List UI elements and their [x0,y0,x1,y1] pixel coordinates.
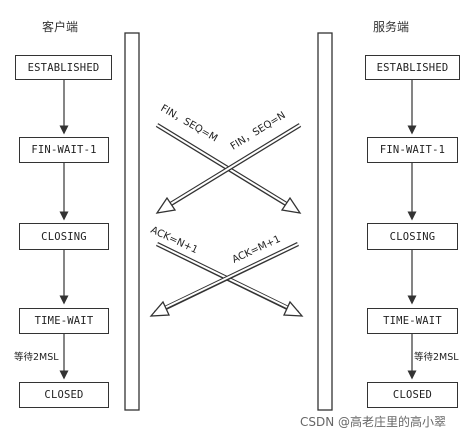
client-title: 客户端 [42,20,79,34]
server-state-fin-wait-1: FIN-WAIT-1 [367,137,458,163]
server-title: 服务端 [373,20,410,34]
ack-server-to-client-arrow [149,241,299,317]
client-state-time-wait: TIME-WAIT [19,308,109,334]
client-timeline-bar [124,32,140,411]
server-timeline-bar [317,32,333,411]
server-state-time-wait: TIME-WAIT [367,308,458,334]
server-state-closing: CLOSING [367,223,458,250]
client-state-fin-wait-1: FIN-WAIT-1 [19,137,109,163]
ack-server-label: ACK=M+1 [231,234,283,266]
client-wait-note: 等待2MSL [14,352,59,363]
client-state-closing: CLOSING [19,223,109,250]
watermark-text: CSDN @高老庄里的高小翠 [300,415,447,429]
client-state-closed: CLOSED [19,382,109,408]
server-state-closed: CLOSED [367,382,458,408]
fin-client-label: FIN，SEQ=M [159,103,220,144]
server-wait-note: 等待2MSL [414,352,459,363]
fin-server-label: FIN，SEQ=N [229,110,288,152]
fin-server-to-client-arrow [155,123,302,214]
server-state-established: ESTABLISHED [365,55,460,80]
client-state-established: ESTABLISHED [15,55,112,80]
